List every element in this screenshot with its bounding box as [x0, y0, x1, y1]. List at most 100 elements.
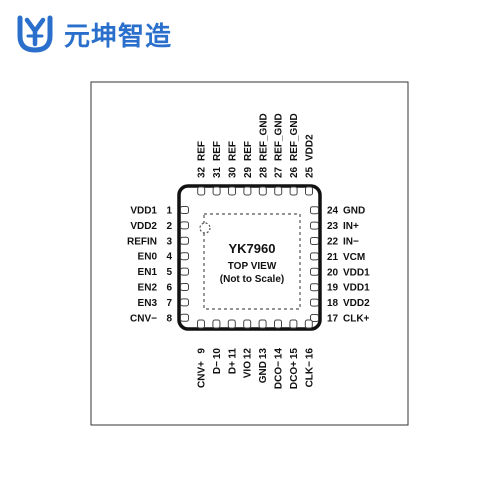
pin-pad-right: [310, 298, 319, 307]
pin-number-right: 17: [327, 314, 339, 325]
pin-number-top: 30: [228, 166, 239, 178]
pin-name-top: REF_GND: [274, 113, 285, 161]
pin-pad-bottom: [274, 319, 282, 329]
pin-name-left: REFIN: [127, 236, 157, 247]
pin-name-bottom: VIO: [243, 361, 254, 378]
pin-number-right: 19: [327, 283, 339, 294]
pin-pad-right: [310, 314, 319, 322]
pin-pad-left: [180, 267, 189, 276]
chip-scale-note: (Not to Scale): [220, 274, 284, 285]
pin-pad-top: [212, 186, 221, 196]
pin-number-bottom: 9: [197, 348, 208, 354]
pin-number-left: 8: [166, 313, 172, 324]
pin-number-top: 28: [258, 166, 269, 178]
pin-name-left: EN0: [138, 252, 158, 263]
pin-pad-right: [310, 267, 319, 276]
pin-pad-left: [180, 221, 189, 230]
pin-pad-bottom: [258, 319, 267, 329]
pin-number-right: 24: [327, 206, 339, 217]
pin-number-top: 25: [305, 166, 316, 178]
pin-pad-bottom: [243, 319, 252, 329]
pin-name-bottom: DCO+: [289, 361, 300, 389]
pin-pad-left: [180, 313, 189, 322]
pin-pad-right: [310, 221, 319, 230]
pin-name-left: EN2: [138, 283, 158, 294]
pin-number-left: 2: [166, 221, 172, 232]
pin-number-right: 23: [327, 221, 339, 232]
pin-pad-top: [197, 186, 206, 196]
pin-name-top: VDD2: [305, 134, 316, 161]
pin-name-right: CLK+: [343, 314, 370, 325]
pin-pad-bottom: [197, 319, 205, 329]
pin-number-left: 5: [166, 267, 172, 278]
pin-name-bottom: CLK−: [304, 361, 315, 388]
pin-number-bottom: 12: [243, 348, 254, 360]
pin-number-bottom: 13: [258, 348, 269, 360]
pin-name-bottom: D−: [212, 361, 223, 374]
pin-name-right: VDD1: [343, 267, 370, 278]
pin-name-top: REF_GND: [289, 113, 300, 161]
pin-name-top: REF: [228, 141, 239, 161]
pin-pad-right: [310, 237, 319, 245]
pin-name-right: IN+: [343, 221, 359, 232]
pin-number-left: 6: [166, 283, 172, 294]
pin-name-right: VCM: [343, 252, 365, 263]
pin-number-left: 7: [166, 298, 172, 309]
pin-name-bottom: GND: [258, 361, 269, 383]
pin-pad-left: [180, 298, 189, 307]
pin-name-bottom: D+: [227, 361, 238, 374]
pin-pad-bottom: [212, 319, 221, 329]
exposed-pad-outline: [203, 213, 301, 310]
pin-number-top: 27: [274, 166, 285, 178]
pin-pad-right: [310, 206, 319, 215]
pin-pad-top: [243, 186, 252, 196]
pin-name-right: IN−: [343, 237, 359, 248]
pin-pad-bottom: [227, 319, 236, 329]
pin-pad-right: [310, 252, 319, 261]
chip-body: [177, 184, 322, 331]
pin-pad-left: [180, 206, 189, 214]
pin-name-top: REF_GND: [258, 113, 269, 161]
pin-number-top: 29: [243, 166, 254, 178]
pin-number-bottom: 16: [304, 348, 315, 360]
yk-logo-icon: [17, 15, 53, 53]
pin-number-top: 32: [197, 166, 208, 178]
pin-number-top: 26: [289, 166, 300, 178]
pin-pad-bottom: [289, 319, 298, 329]
brand-header: 元坤智造: [14, 14, 172, 54]
pin-name-left: CNV−: [130, 313, 157, 324]
pin-name-left: VDD1: [130, 206, 157, 217]
pin-number-right: 22: [327, 237, 339, 248]
pin-name-bottom: CNV+: [197, 361, 208, 388]
pin-number-bottom: 14: [274, 348, 285, 360]
pin-pad-right: [310, 283, 319, 292]
pin-pad-top: [305, 186, 313, 196]
pin-pad-left: [180, 283, 189, 291]
pin-pad-top: [274, 186, 283, 196]
pin1-marker: [199, 222, 211, 234]
pin-pad-left: [180, 236, 189, 245]
pin-name-right: GND: [343, 206, 365, 217]
pin-name-left: EN1: [138, 267, 158, 278]
pin-number-left: 4: [166, 252, 172, 263]
pin-name-left: VDD2: [130, 221, 157, 232]
pin-number-bottom: 10: [212, 348, 223, 360]
pin-pad-left: [180, 252, 189, 261]
pin-name-top: REF: [212, 141, 223, 161]
pin-number-left: 3: [166, 236, 172, 247]
chip-part-number: YK7960: [229, 241, 276, 256]
pin-name-left: EN3: [138, 298, 158, 309]
pin-number-right: 20: [327, 267, 339, 278]
pin-number-bottom: 15: [289, 348, 300, 360]
pin-number-left: 1: [166, 206, 172, 217]
pin-name-right: VDD2: [343, 298, 370, 309]
pin-number-bottom: 11: [227, 348, 238, 359]
pin-name-right: VDD1: [343, 283, 370, 294]
company-name: 元坤智造: [64, 21, 173, 52]
pin-number-right: 18: [327, 298, 339, 309]
pin-pad-top: [289, 186, 298, 196]
pin-pad-top: [258, 186, 267, 196]
pin-name-top: REF: [243, 141, 254, 161]
